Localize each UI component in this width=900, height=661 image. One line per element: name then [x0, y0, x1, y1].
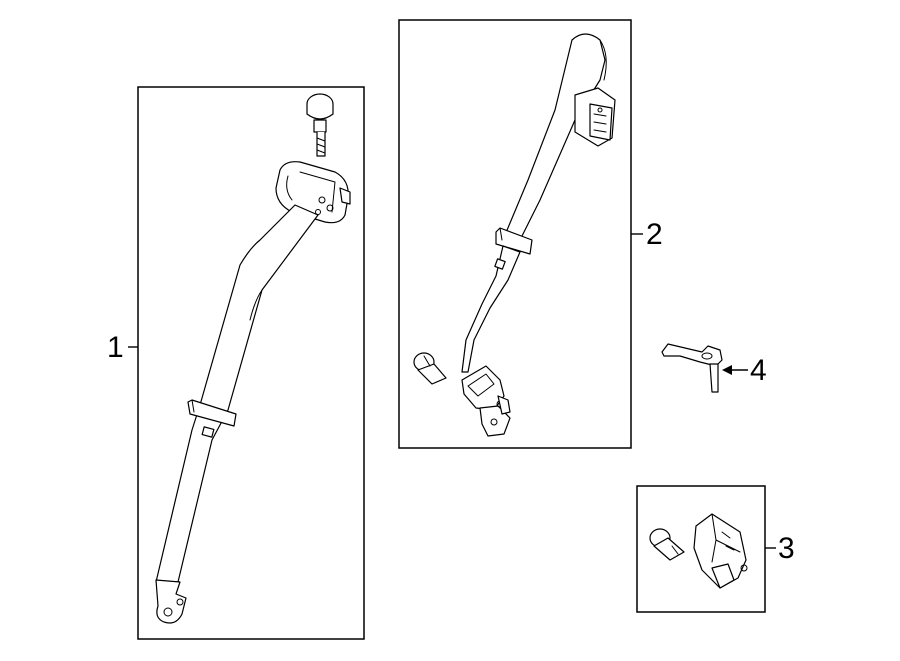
callout-label-3: 3	[778, 532, 795, 565]
belt-guide-1	[187, 399, 237, 438]
buckle-2	[461, 365, 511, 437]
part-group-2	[398, 19, 632, 449]
part-group-1	[137, 86, 365, 640]
part-box-1	[137, 86, 365, 640]
callout-2: 2	[631, 218, 663, 251]
callout-label-1: 1	[107, 331, 124, 364]
belt-guide-2	[495, 227, 533, 255]
callout-4: 4	[722, 354, 767, 387]
sensor-3	[693, 513, 748, 589]
bolt-1	[306, 93, 334, 157]
callout-1: 1	[107, 331, 138, 364]
callout-label-4: 4	[750, 354, 767, 387]
retractor-2	[574, 87, 616, 147]
bolt-3	[649, 528, 685, 561]
part-group-4	[661, 343, 723, 393]
part-box-3	[636, 485, 766, 613]
bolt-2	[413, 352, 447, 385]
bracket-4	[661, 343, 723, 393]
callout-label-2: 2	[646, 218, 663, 251]
belt-webbing-1	[155, 204, 319, 583]
anchor-plate-1	[155, 579, 187, 624]
part-group-3	[636, 485, 766, 613]
arrow-head-4	[722, 365, 732, 375]
callout-3: 3	[765, 532, 795, 565]
buckle-cable-2	[461, 245, 521, 373]
